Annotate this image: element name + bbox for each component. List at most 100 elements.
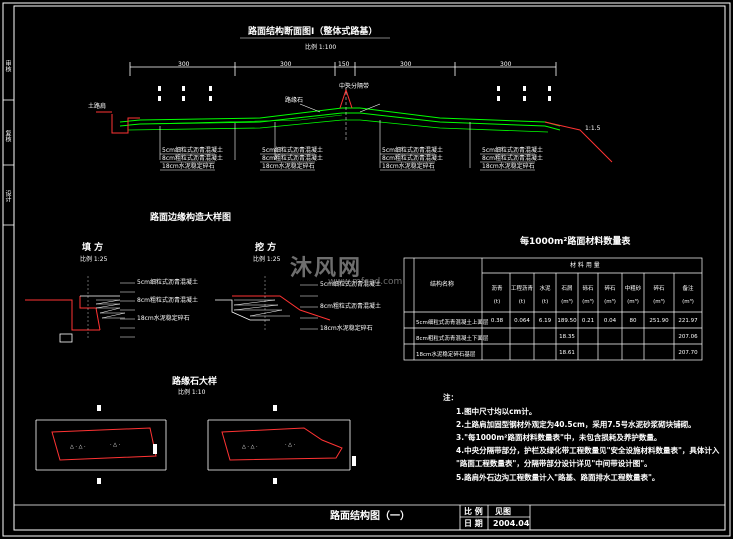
fill-layer-2: 8cm粗粒式沥青混凝土 <box>137 297 198 304</box>
dim-label-4: 300 <box>400 61 412 68</box>
table-title: 每1000m²路面材料数量表 <box>520 237 631 247</box>
slope-label: 1:1.5 <box>585 125 601 132</box>
table-cell: 207.06 <box>678 334 698 340</box>
layer-label-b2: 8cm粗粒式沥青混凝土 <box>262 155 323 162</box>
table-row-name: 8cm粗粒式沥青混凝土下面层 <box>416 336 489 342</box>
scale-value: 见图 <box>495 507 511 516</box>
cut-label: 挖 方 <box>255 243 277 253</box>
main-section-title: 路面结构断面图Ⅰ（整体式路基） <box>248 27 378 37</box>
svg-text:△ · △ ·: △ · △ · <box>70 444 86 450</box>
curb-callout: 路缘石 <box>285 97 304 104</box>
layer-label-d2: 8cm粗粒式沥青混凝土 <box>482 155 543 162</box>
title-block <box>14 504 725 530</box>
table-unit: (m³) <box>604 299 616 305</box>
table-cell: 207.70 <box>678 350 698 356</box>
fill-layer-3: 18cm水泥稳定碎石 <box>137 315 190 322</box>
table-unit: (m³) <box>627 299 639 305</box>
note-line: "路面工程数量表"，分隔带部分设计详见"中间带设计图"。 <box>456 459 652 468</box>
table-unit: (m³) <box>682 299 694 305</box>
table-cell: 0.38 <box>490 318 504 324</box>
note-line: 注： <box>443 393 458 402</box>
fill-label: 填 方 <box>82 243 104 253</box>
svg-text:· △ ·: · △ · <box>110 442 121 448</box>
cut-layer-2: 8cm粗粒式沥青混凝土 <box>320 303 381 310</box>
detail-cut <box>215 276 331 330</box>
table-unit: (t) <box>493 299 501 305</box>
table-cell: 18.61 <box>559 350 575 356</box>
note-line: 3."每1000m²路面材料数量表"中，未包含损耗及养护数量。 <box>456 433 662 442</box>
table-subheader: 备注 <box>682 286 694 292</box>
dim-label-3: 150 <box>338 61 350 68</box>
material-table <box>403 257 703 361</box>
table-unit: (m³) <box>561 299 573 305</box>
cut-scale: 比例 1:25 <box>253 256 281 263</box>
table-cell: 0.064 <box>514 318 530 324</box>
table-row-name: 18cm水泥稳定碎石基层 <box>416 352 476 358</box>
fill-layer-1: 5cm细粒式沥青混凝土 <box>137 279 198 286</box>
table-cell: 18.35 <box>559 334 575 340</box>
layer-label-a2: 8cm粗粒式沥青混凝土 <box>162 155 223 162</box>
table-header-name: 结构名称 <box>430 281 455 288</box>
note-line: 2.土路肩加固型钢材外观定为40.5cm，采用7.5号水泥砂浆砌块铺砌。 <box>456 420 696 429</box>
table-cell: 221.97 <box>678 318 698 324</box>
table-cell: 80 <box>629 318 637 324</box>
dim-label-1: 300 <box>178 61 190 68</box>
layer-label-a3: 18cm水泥稳定碎石 <box>162 163 215 170</box>
table-cell: 0.04 <box>603 318 617 324</box>
table-subheader: 中粗砂 <box>624 286 642 292</box>
table-subheader: 水泥 <box>539 286 551 292</box>
table-cell: 6.19 <box>538 318 552 324</box>
date-value: 2004.04 <box>493 519 530 528</box>
svg-text:△ · △ ·: △ · △ · <box>242 444 258 450</box>
scale-label: 比 例 <box>464 507 483 516</box>
layer-label-c3: 18cm水泥稳定碎石 <box>382 163 435 170</box>
layer-label-d3: 18cm水泥稳定碎石 <box>482 163 535 170</box>
median-label: 中央分隔带 <box>339 83 370 90</box>
watermark-url: www.mfcad.com <box>328 277 403 287</box>
table-subheader: 碎石 <box>653 286 665 292</box>
side-label-review: 审核 <box>4 60 11 72</box>
table-unit: (t) <box>518 299 526 305</box>
note-line: 4.中央分隔带部分，护栏及绿化带工程数量见"安全设施材料数量表"，具体计入 <box>456 446 720 455</box>
layer-label-c1: 5cm细粒式沥青混凝土 <box>382 147 443 154</box>
table-subheader: 沥青 <box>491 286 503 292</box>
table-header-materials: 材 料 用 量 <box>570 262 600 269</box>
fill-scale: 比例 1:25 <box>80 256 108 263</box>
dim-label-2: 300 <box>280 61 292 68</box>
drawing-name: 路面结构图（一） <box>330 511 410 522</box>
cut-layer-3: 18cm水泥稳定碎石 <box>320 325 373 332</box>
detail-fill <box>25 276 135 343</box>
edge-detail-title: 路面边缘构造大样图 <box>150 213 232 223</box>
svg-text:· △ ·: · △ · <box>285 442 296 448</box>
table-subheader: 石屑 <box>561 286 573 292</box>
curb-detail-scale: 比例 1:10 <box>178 389 206 396</box>
watermark-logo: 沐风网 <box>290 256 363 281</box>
layer-label-c2: 8cm粗粒式沥青混凝土 <box>382 155 443 162</box>
main-cross-section <box>96 37 613 171</box>
table-cell: 0.21 <box>581 318 595 324</box>
table-cell: 189.50 <box>557 318 577 324</box>
main-section-scale: 比例 1:100 <box>305 44 337 51</box>
note-line: 1.图中尺寸均以cm计。 <box>456 407 537 416</box>
side-label-check: 复核 <box>4 130 11 142</box>
shoulder-callout: 土路肩 <box>88 103 107 110</box>
side-label-design: 设计 <box>4 190 11 202</box>
layer-label-d1: 5cm细粒式沥青混凝土 <box>482 147 543 154</box>
table-unit: (m³) <box>582 299 594 305</box>
table-row-name: 5cm细粒式沥青混凝土上面层 <box>416 320 489 326</box>
table-subheader: 碎石 <box>604 286 616 292</box>
layer-label-a1: 5cm细粒式沥青混凝土 <box>162 147 223 154</box>
note-line: 5.路肩外石边沟工程数量计入"路基、路面排水工程数量表"。 <box>456 473 660 482</box>
date-label: 日 期 <box>464 519 483 528</box>
cut-layer-1: 5cm细粒式沥青混凝土 <box>320 281 381 288</box>
layer-label-b3: 18cm水泥稳定碎石 <box>262 163 315 170</box>
table-unit: (m³) <box>653 299 665 305</box>
dim-label-5: 300 <box>500 61 512 68</box>
table-unit: (t) <box>541 299 549 305</box>
curb-detail-title: 路缘石大样 <box>172 377 218 387</box>
layer-label-b1: 5cm细粒式沥青混凝土 <box>262 147 323 154</box>
table-cell: 251.90 <box>649 318 669 324</box>
table-subheader: 工程沥青 <box>510 286 533 292</box>
curb-details: △ · △ · · △ · △ · △ · · △ · <box>35 405 356 484</box>
